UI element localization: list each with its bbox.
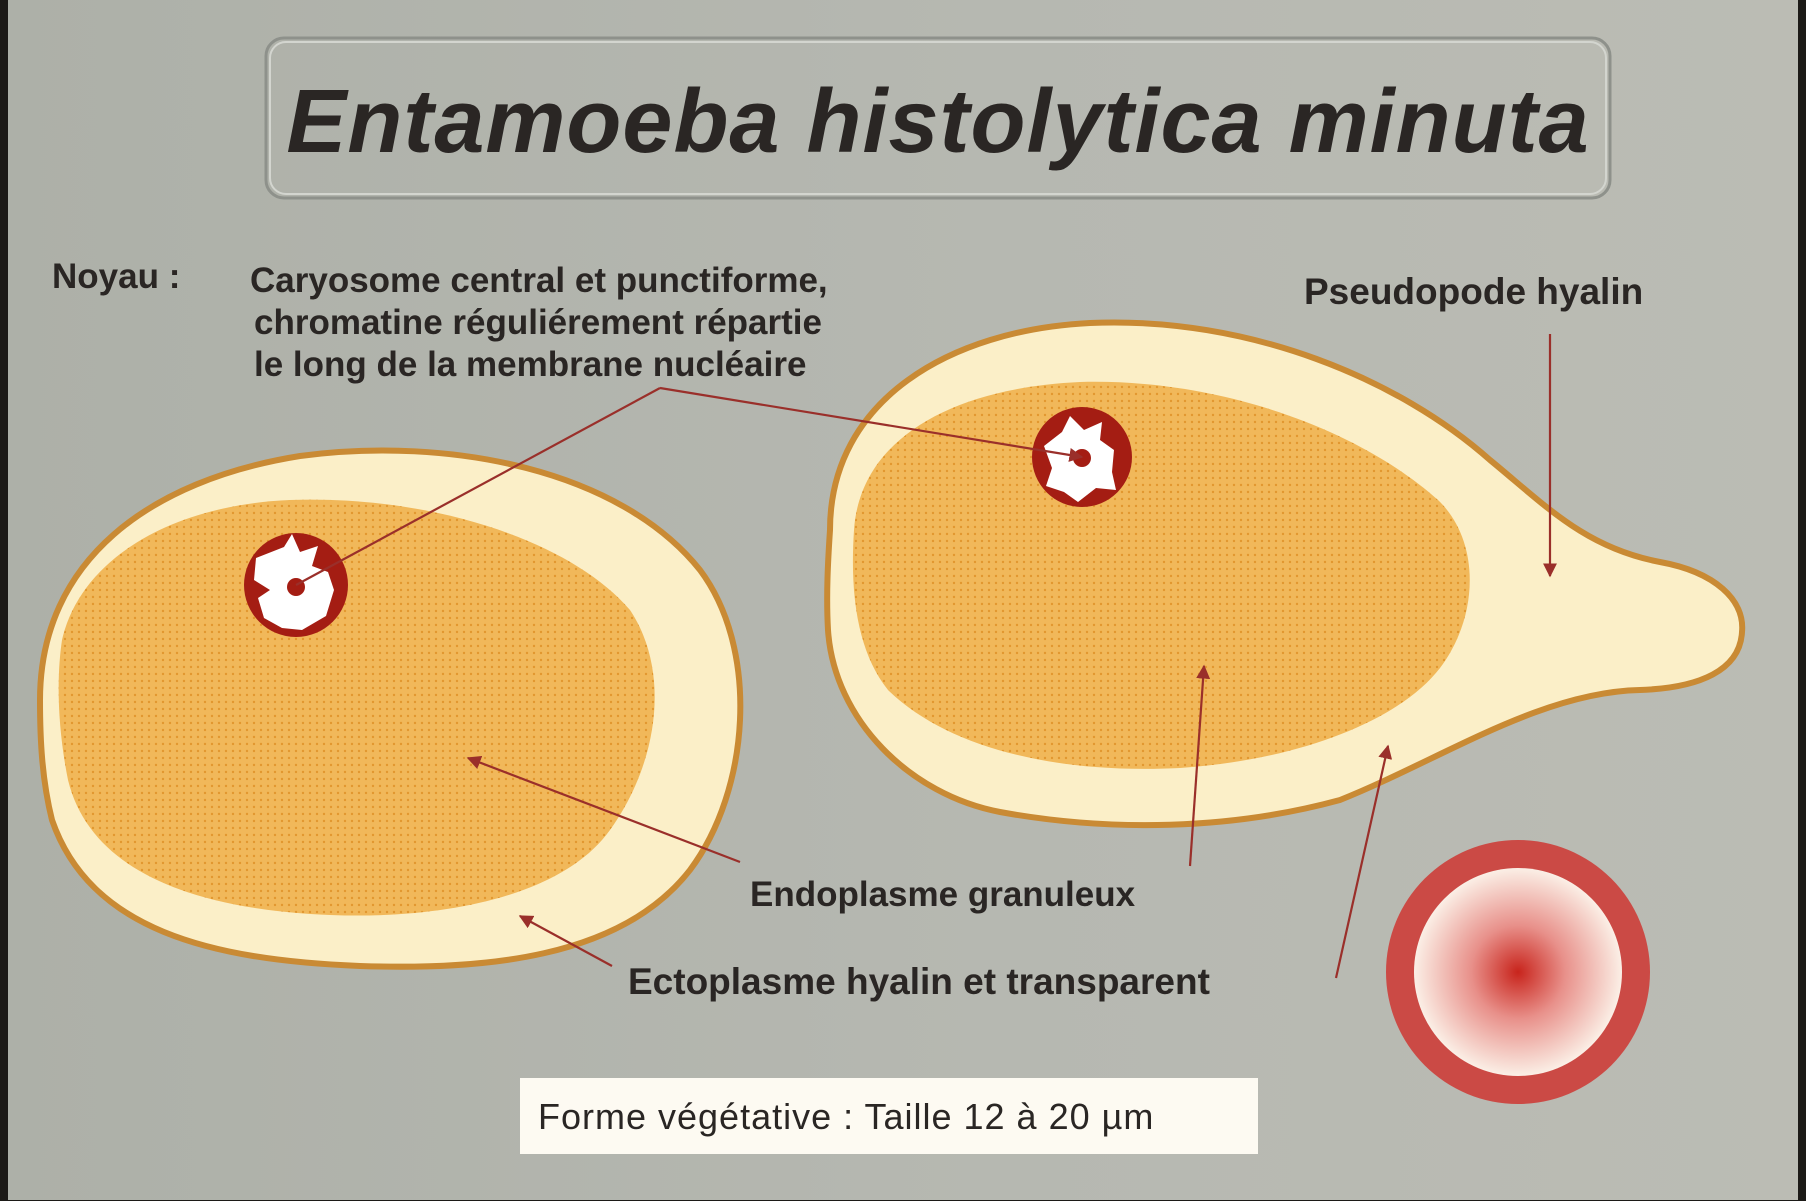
pseudopode-label: Pseudopode hyalin — [1304, 271, 1643, 312]
endoplasm-right — [852, 381, 1470, 769]
pointer-noyau — [295, 387, 661, 586]
noyau-desc-line-2: chromatine réguliérement répartie — [254, 303, 822, 342]
arrow-ectoplasm-right — [1334, 744, 1393, 979]
karyosome-right — [1073, 449, 1091, 467]
amoeba-left — [36, 447, 744, 970]
footer-caption: Forme végétative : Taille 12 à 20 µm — [538, 1096, 1154, 1137]
endoplasm-left — [58, 499, 655, 916]
amoeba-right — [824, 319, 1746, 829]
pointer-lines — [295, 334, 1557, 979]
noyau-desc-line-3: le long de la membrane nucléaire — [254, 345, 806, 384]
ectoplasme-label: Ectoplasme hyalin et transparent — [628, 961, 1210, 1002]
endoplasme-label: Endoplasme granuleux — [750, 875, 1136, 914]
arrow-endoplasm-right — [1188, 664, 1211, 867]
arrow-ectoplasm-left — [518, 915, 613, 967]
page-title: Entamoeba histolytica minuta — [286, 72, 1589, 172]
cyst-icon — [1386, 840, 1650, 1104]
noyau-label: Noyau : — [52, 257, 180, 296]
title-frame — [264, 36, 1612, 200]
pointer-noyau-right — [659, 386, 1084, 462]
noyau-desc-line-1: Caryosome central et punctiforme, — [250, 261, 828, 300]
footer-box — [520, 1078, 1258, 1154]
arrow-endoplasm-left — [466, 755, 741, 864]
